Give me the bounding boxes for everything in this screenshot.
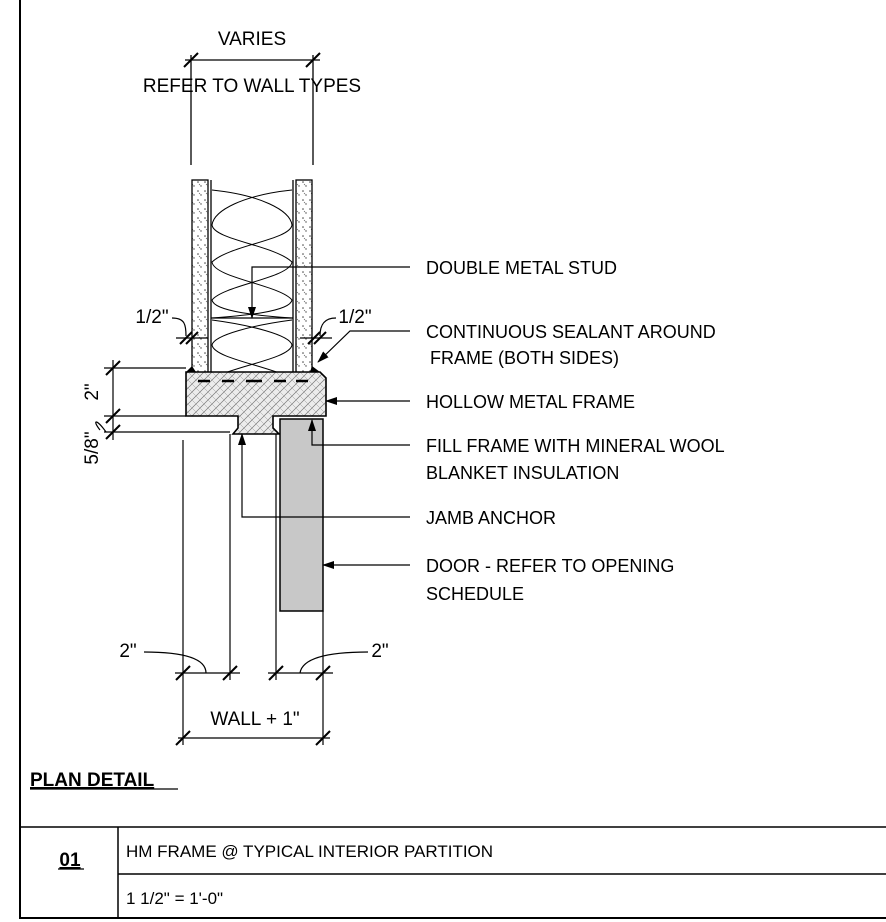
door-leaf	[279, 418, 324, 612]
detail-scale: 1 1/2" = 1'-0"	[126, 889, 223, 908]
view-label: PLAN DETAIL	[30, 770, 155, 791]
gypsum-board-left	[191, 179, 209, 379]
callout-door-line2: SCHEDULE	[426, 584, 524, 604]
dim-face-left: 2"	[119, 641, 136, 662]
bottom-dimensions	[143, 434, 369, 746]
detail-title: HM FRAME @ TYPICAL INTERIOR PARTITION	[126, 842, 493, 861]
sealant-gap-dims	[171, 317, 337, 345]
detail-number: 01	[59, 850, 81, 871]
dim-frame-offset: 5/8"	[82, 431, 103, 464]
callout-sealant-line2: FRAME (BOTH SIDES)	[430, 348, 619, 368]
gypsum-board-right	[295, 179, 313, 379]
dim-refer-wall-types: REFER TO WALL TYPES	[143, 76, 361, 97]
dim-sealant-gap-right: 1/2"	[338, 307, 371, 328]
callout-hollow-metal-frame: HOLLOW METAL FRAME	[426, 392, 635, 412]
dim-frame-depth: 2"	[82, 383, 103, 400]
dim-varies: VARIES	[218, 29, 286, 50]
left-dimensions	[95, 360, 230, 440]
sealant-right	[310, 366, 320, 372]
batt-insulation	[211, 189, 293, 379]
callout-door-line1: DOOR - REFER TO OPENING	[426, 556, 674, 576]
hollow-metal-frame	[185, 371, 327, 435]
wall-assembly	[185, 179, 327, 612]
dim-sealant-gap-left: 1/2"	[135, 307, 168, 328]
callout-fill-frame-line1: FILL FRAME WITH MINERAL WOOL	[426, 436, 725, 456]
callout-double-metal-stud: DOUBLE METAL STUD	[426, 258, 617, 278]
callout-labels: DOUBLE METAL STUD CONTINUOUS SEALANT ARO…	[426, 258, 725, 604]
title-block	[20, 826, 886, 919]
sealant-left	[186, 366, 196, 372]
callout-jamb-anchor: JAMB ANCHOR	[426, 508, 556, 528]
dim-face-right: 2"	[371, 641, 388, 662]
leaders	[238, 266, 410, 569]
callout-fill-frame-line2: BLANKET INSULATION	[426, 463, 619, 483]
callout-sealant-line1: CONTINUOUS SEALANT AROUND	[426, 322, 716, 342]
top-dimension	[183, 52, 321, 165]
dim-overall: WALL + 1"	[210, 709, 299, 730]
